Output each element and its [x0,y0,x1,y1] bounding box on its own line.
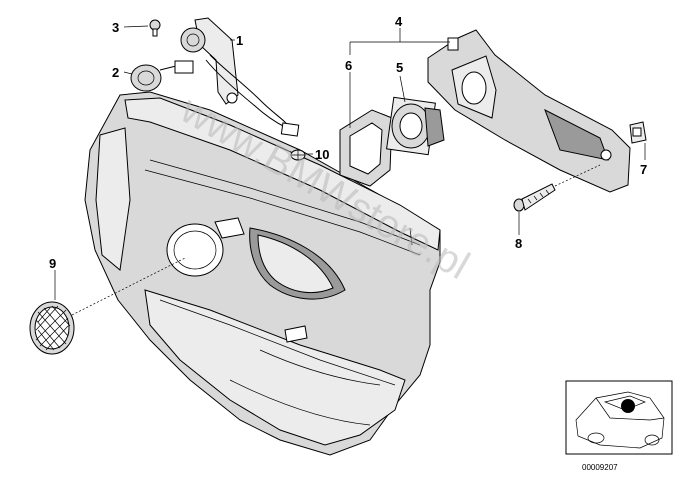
speaker-grille [29,301,75,355]
part-label-9: 9 [49,256,56,271]
door-trim-panel [84,91,441,456]
clip-nut [629,121,647,144]
midrange-speaker [386,96,445,156]
screw-small [149,19,161,37]
car-outline-icon [575,391,665,449]
vehicle-locator-thumbnail [565,380,673,455]
tweeter-bracket-with-cable [180,17,300,137]
part-label-3: 3 [112,20,119,35]
part-label-6: 6 [345,58,352,73]
part-labels: 1 2 3 4 5 6 7 8 9 10 [49,14,647,271]
part-label-4: 4 [395,14,403,29]
locator-frame [565,380,673,455]
part-label-10: 10 [315,147,329,162]
part-label-5: 5 [396,60,403,75]
part-label-7: 7 [640,162,647,177]
speaker-enclosure-box [427,29,631,193]
part-label-1: 1 [236,33,243,48]
leader-lines [54,25,646,316]
diagram-reference-number: 00009207 [582,463,618,472]
expanding-rivet [290,149,306,161]
part-label-2: 2 [112,65,119,80]
location-marker [621,399,635,413]
speaker-adapter-ring [339,109,393,187]
tweeter-speaker [130,60,194,92]
screw-long [513,183,556,212]
part-label-8: 8 [515,236,522,251]
